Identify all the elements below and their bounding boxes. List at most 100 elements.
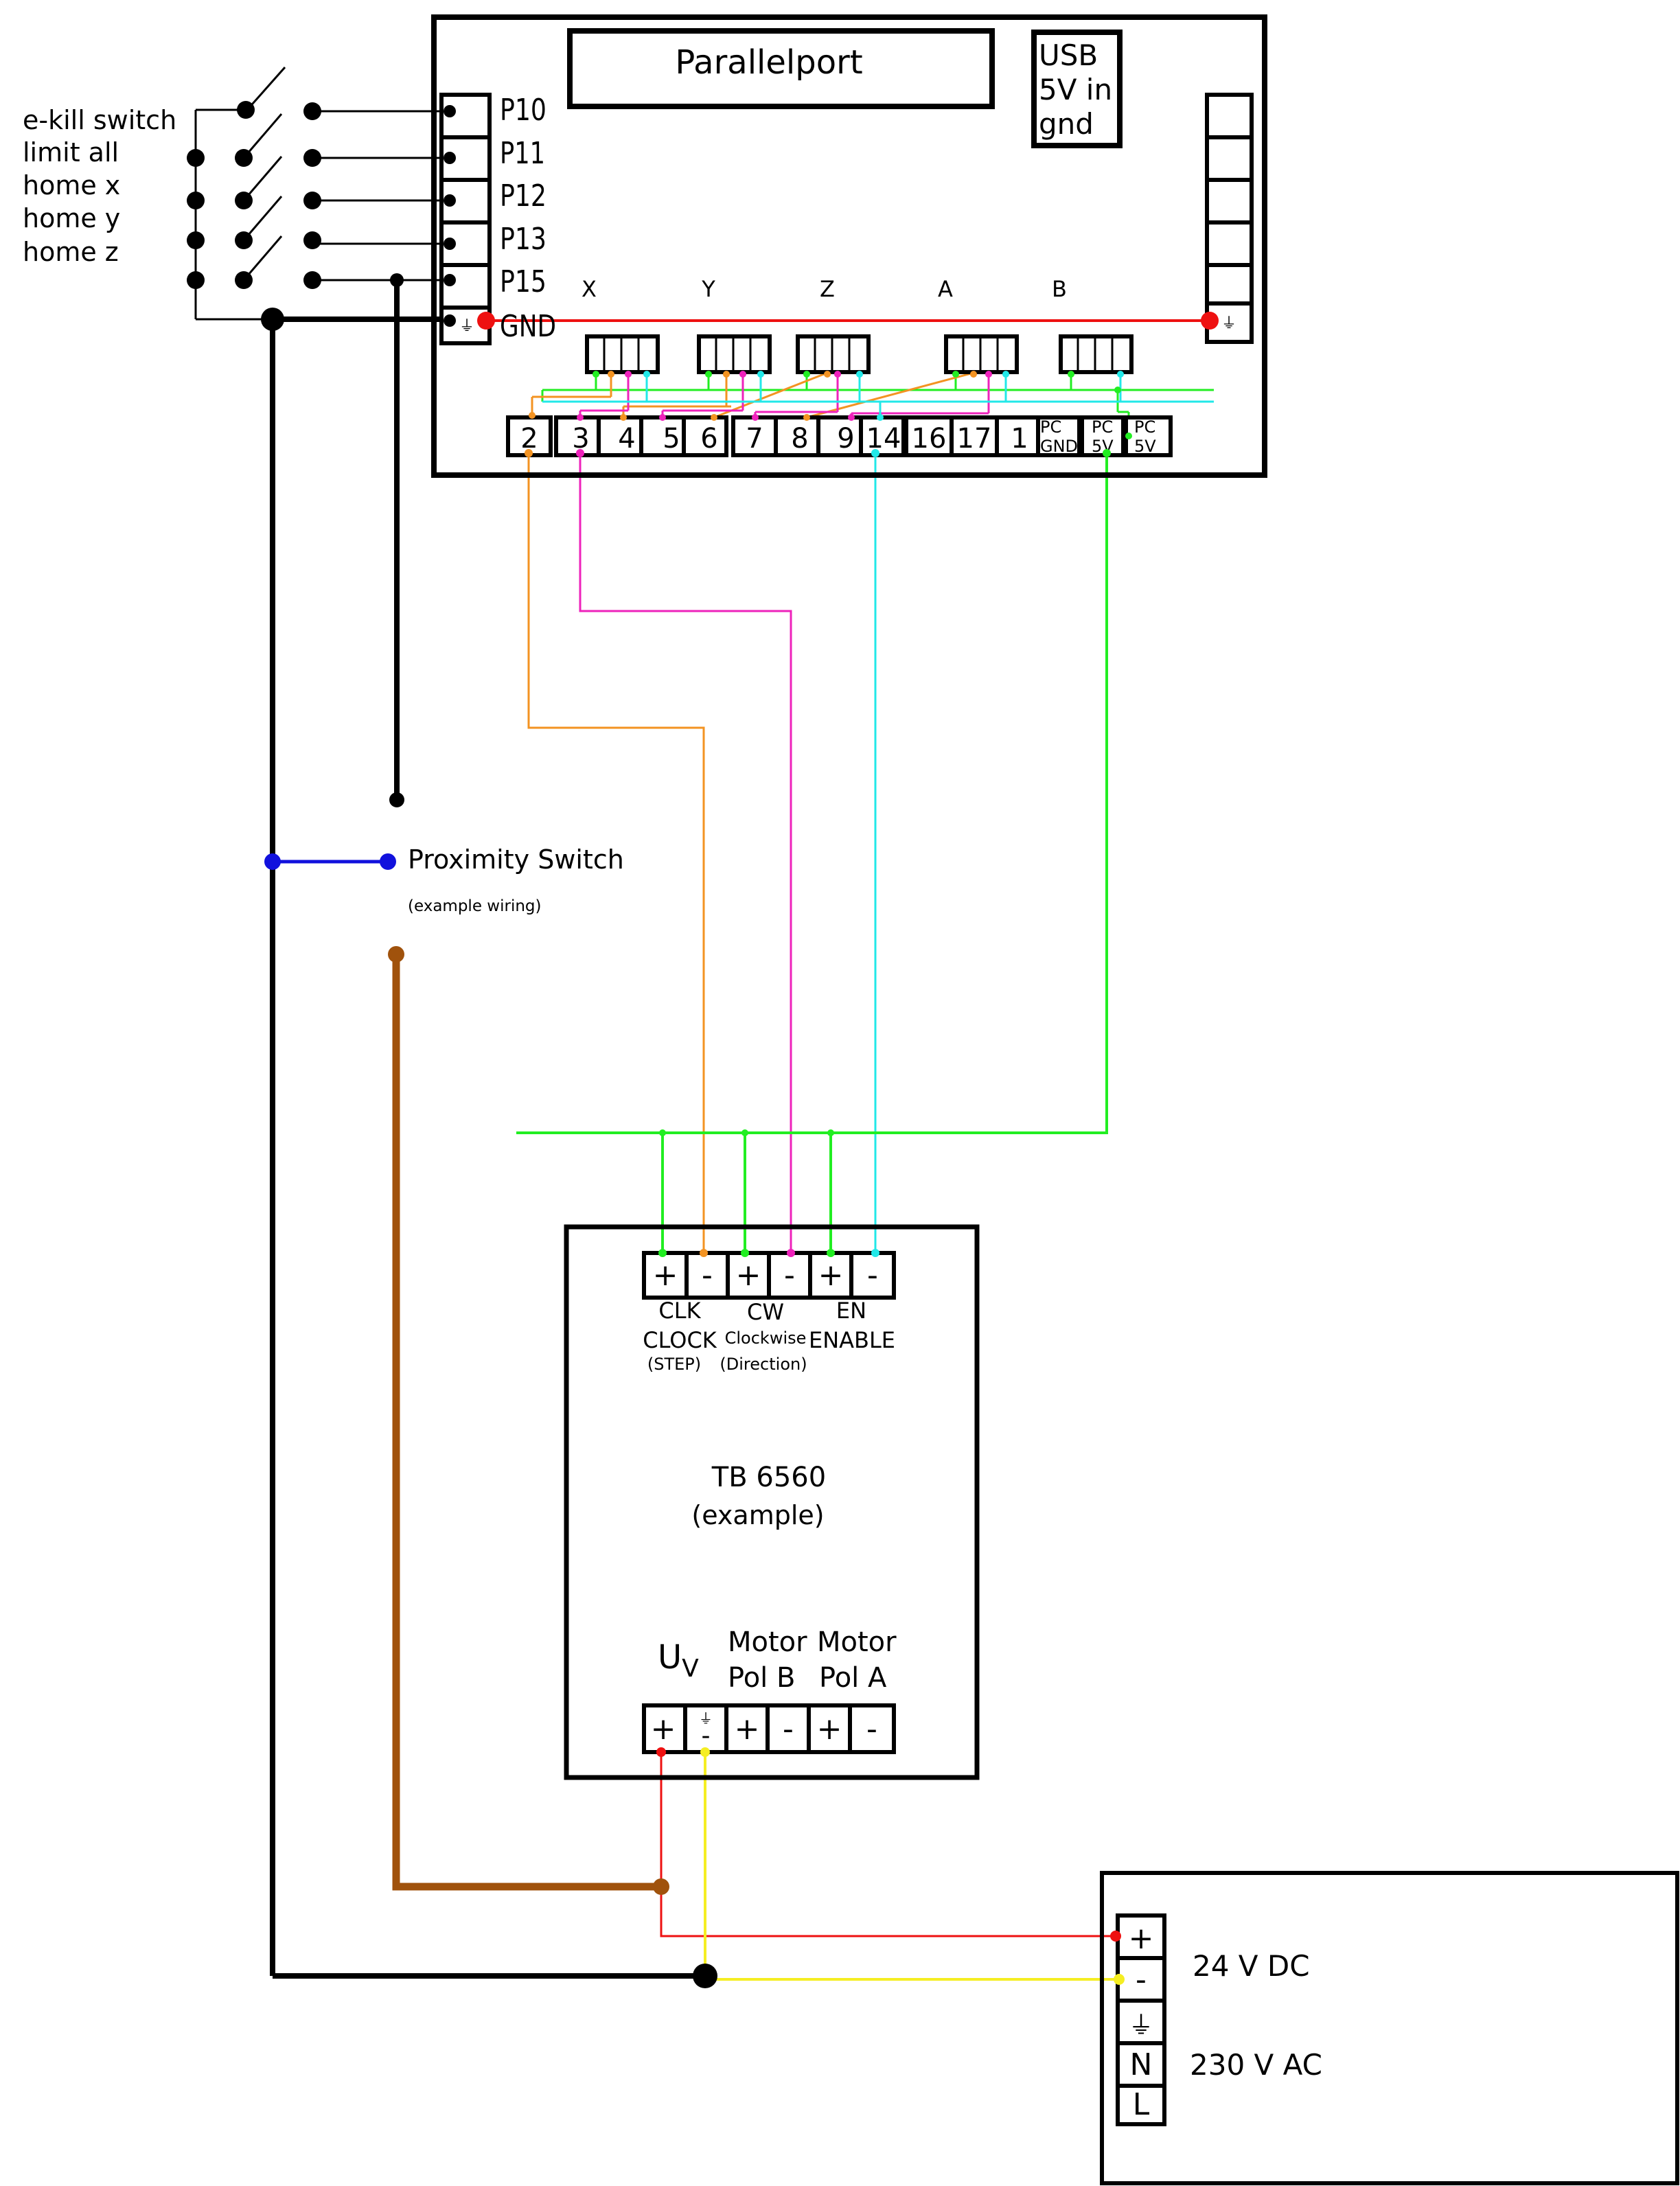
junction-dots (187, 101, 1219, 1988)
right-gnd-symbol: ⏚ (1221, 315, 1236, 332)
power-supply-outline (1100, 1871, 1679, 2185)
axis-label-a: A (938, 276, 953, 302)
switch-label-home-y: home y (23, 203, 120, 233)
uv-subscript: V (682, 1655, 699, 1683)
board-jumper-wiring (531, 371, 1214, 436)
breakout-board: Parallelport USB 5V in gnd ⏚ P10 P11 P12… (431, 14, 1267, 478)
power-terminal-pol-b-minus: - (783, 1712, 794, 1747)
proximity-switch-note: (example wiring) (408, 897, 541, 915)
terminal-pin-7: 7 (746, 423, 763, 455)
terminal-pc-gnd-line1: PC (1040, 417, 1061, 437)
input-pin-labels: P10 P11 P12 P13 P15 GND (500, 93, 556, 344)
terminal-pc-gnd-line2: GND (1040, 437, 1078, 456)
right-connector (1205, 93, 1254, 344)
signal-label-step: (STEP) (647, 1355, 701, 1374)
signal-label-cw: CW (747, 1299, 784, 1325)
red-24v-plus-wire (660, 1752, 1116, 1937)
power-supply: + - ⏚ N L 24 V DC 230 V AC (1100, 1871, 1679, 2185)
signal-label-clockwise: Clockwise (725, 1328, 807, 1348)
axis-label-b: B (1052, 276, 1067, 302)
power-terminal-pol-a-plus: + (817, 1712, 842, 1747)
uv-base: U (658, 1638, 682, 1677)
parallelport-box (567, 28, 995, 109)
terminal-strip: 2 3 4 5 6 7 8 9 14 16 17 1 PC GND PC 5V … (506, 415, 1173, 457)
signal-terminal-cw-minus: - (784, 1258, 795, 1293)
driver-signal-terminals: + - + - + - (642, 1251, 896, 1300)
signal-label-clk: CLK (658, 1298, 701, 1324)
yellow-24v-minus-wire (704, 1752, 1119, 1981)
axis-headers (585, 334, 1134, 374)
signal-terminal-clk-minus: - (702, 1258, 713, 1293)
axis-header-z (796, 334, 871, 374)
power-terminal-uv-minus: - (702, 1722, 711, 1750)
terminal-pc-5v-a-line1: PC (1092, 417, 1113, 437)
psu-dc-label: 24 V DC (1193, 1949, 1310, 1983)
terminal-pin-1: 1 (1011, 423, 1028, 455)
usb-line-1: USB (1039, 38, 1098, 72)
black-thick-wiring (270, 280, 705, 1979)
signal-label-en: EN (836, 1298, 866, 1324)
power-terminal-uv-plus: + (651, 1712, 676, 1747)
terminal-pc-5v-b-line1: PC (1134, 417, 1155, 437)
signal-terminal-en-minus: - (867, 1258, 878, 1293)
usb-line-2: 5V in (1039, 73, 1112, 106)
driver-outline (564, 1224, 980, 1780)
input-connector (439, 93, 492, 345)
pin-label-p15: P15 (500, 264, 546, 299)
axis-header-x (585, 334, 660, 374)
switch-wiring (194, 67, 443, 321)
pin-label-p10: P10 (500, 93, 546, 128)
stepper-driver: + - + - + - CLK CW EN CLOCK Clockwise EN… (564, 1224, 980, 1780)
psu-ac-label: 230 V AC (1190, 2048, 1322, 2082)
parallelport-label: Parallelport (675, 43, 862, 82)
signal-terminal-clk-plus: + (653, 1258, 678, 1293)
usb-box (1031, 30, 1123, 148)
pin-label-p13: P13 (500, 222, 546, 257)
axis-label-z: Z (820, 276, 835, 302)
motor-pol-a-line2: Pol A (819, 1662, 887, 1694)
orange-clk-wire (527, 453, 705, 1253)
brown-proximity-wire (392, 954, 661, 1891)
proximity-switch-label: Proximity Switch (408, 844, 624, 875)
motor-pol-a-line1: Motor (817, 1626, 897, 1658)
magenta-cw-wire (579, 453, 792, 1253)
power-terminal-pol-b-plus: + (735, 1712, 760, 1747)
terminal-pin-8: 8 (791, 423, 808, 455)
green-5v-wiring (516, 453, 1108, 1253)
switch-label-home-z: home z (23, 237, 119, 267)
pin-label-p12: P12 (500, 179, 546, 214)
terminal-pc-5v-b-line2: 5V (1134, 437, 1156, 456)
input-gnd-symbol: ⏚ (459, 318, 474, 335)
terminal-pin-14: 14 (866, 423, 901, 455)
switch-label-limit-all: limit all (23, 137, 119, 168)
usb-line-3: gnd (1039, 107, 1094, 141)
wires (194, 67, 1214, 1981)
switch-label-e-kill: e-kill switch (23, 105, 176, 135)
psu-terminal-n: N (1130, 2047, 1153, 2082)
axis-header-b (1059, 334, 1134, 374)
signal-label-clock: CLOCK (643, 1327, 717, 1353)
terminal-pin-16: 16 (912, 423, 947, 455)
power-terminal-gnd-symbol: ⏚ (699, 1710, 713, 1727)
psu-terminal-earth: ⏚ (1129, 2012, 1153, 2040)
signal-terminal-cw-plus: + (736, 1258, 761, 1293)
terminal-pin-4: 4 (618, 423, 635, 455)
axis-label-y: Y (701, 276, 715, 302)
signal-label-enable: ENABLE (809, 1327, 895, 1353)
driver-name: TB 6560 (711, 1462, 826, 1493)
power-terminal-pol-a-minus: - (866, 1712, 877, 1747)
pin-label-p11: P11 (500, 136, 545, 171)
psu-terminal-l: L (1133, 2087, 1150, 2122)
signal-label-direction: (Direction) (720, 1355, 807, 1374)
motor-pol-b-line1: Motor (728, 1626, 807, 1658)
pin-label-gnd: GND (500, 309, 556, 344)
motor-pol-b-line2: Pol B (728, 1662, 795, 1694)
driver-uv-label: UV (658, 1638, 699, 1683)
terminal-pin-17: 17 (957, 423, 992, 455)
driver-signal-labels: CLK CW EN CLOCK Clockwise ENABLE (STEP) … (643, 1298, 895, 1374)
axis-labels: X Y Z A B (582, 276, 1067, 302)
psu-terminal-plus: + (1129, 1921, 1154, 1956)
axis-label-x: X (582, 276, 597, 302)
board-outline (431, 14, 1267, 478)
